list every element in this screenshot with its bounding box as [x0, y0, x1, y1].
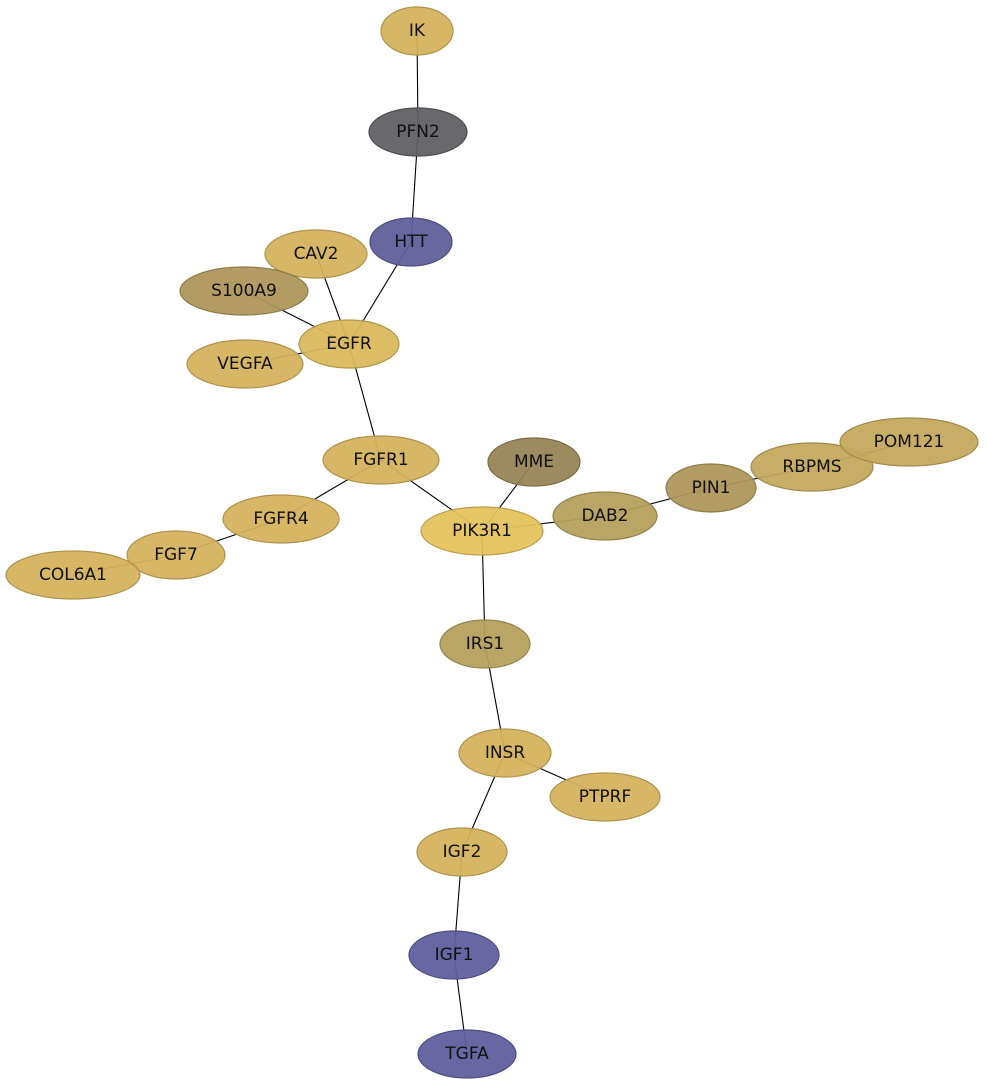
node-igf1[interactable]: IGF1	[408, 930, 500, 980]
node-cav2-shape	[264, 229, 368, 279]
node-pik3r1-shape	[420, 506, 544, 556]
node-fgf7-shape	[126, 530, 226, 580]
node-igf1-label: IGF1	[435, 945, 474, 965]
node-ik-shape	[380, 6, 454, 56]
node-igf2-label: IGF2	[443, 842, 482, 862]
node-dab2-shape	[552, 491, 658, 541]
node-s100a9-shape	[179, 266, 309, 316]
node-rbpms-shape	[750, 442, 874, 492]
node-pom121-shape	[839, 417, 979, 467]
node-insr-label: INSR	[485, 743, 526, 763]
node-fgfr4-shape	[222, 494, 340, 544]
node-irs1-label: IRS1	[466, 634, 504, 654]
node-dab2[interactable]: DAB2	[552, 491, 658, 541]
node-ptprf-label: PTPRF	[579, 787, 631, 807]
node-col6a1-label: COL6A1	[39, 565, 107, 585]
node-tgfa[interactable]: TGFA	[417, 1029, 517, 1079]
node-dab2-label: DAB2	[582, 506, 629, 526]
node-rbpms-label: RBPMS	[782, 457, 841, 477]
node-irs1-shape	[439, 619, 531, 669]
node-insr[interactable]: INSR	[458, 728, 552, 778]
node-pin1[interactable]: PIN1	[665, 463, 757, 513]
node-cav2-label: CAV2	[294, 244, 339, 264]
node-ik-label: IK	[409, 21, 426, 41]
node-irs1[interactable]: IRS1	[439, 619, 531, 669]
node-htt[interactable]: HTT	[369, 217, 453, 267]
node-rbpms[interactable]: RBPMS	[750, 442, 874, 492]
node-egfr[interactable]: EGFR	[298, 319, 400, 369]
node-igf2[interactable]: IGF2	[416, 827, 508, 877]
node-egfr-shape	[298, 319, 400, 369]
node-ptprf[interactable]: PTPRF	[549, 772, 661, 822]
node-col6a1-shape	[5, 550, 141, 600]
node-pin1-label: PIN1	[692, 478, 731, 498]
node-mme-shape	[487, 437, 581, 487]
node-egfr-label: EGFR	[326, 334, 372, 354]
node-insr-shape	[458, 728, 552, 778]
node-pom121[interactable]: POM121	[839, 417, 979, 467]
node-htt-shape	[369, 217, 453, 267]
node-ptprf-shape	[549, 772, 661, 822]
node-s100a9-label: S100A9	[211, 281, 277, 301]
node-fgfr1-label: FGFR1	[353, 450, 408, 470]
node-mme-label: MME	[514, 452, 554, 472]
node-igf2-shape	[416, 827, 508, 877]
node-pfn2-label: PFN2	[396, 122, 440, 142]
node-fgfr4[interactable]: FGFR4	[222, 494, 340, 544]
node-vegfa-label: VEGFA	[217, 354, 273, 374]
node-fgfr1[interactable]: FGFR1	[322, 435, 440, 485]
node-ik[interactable]: IK	[380, 6, 454, 56]
node-fgfr1-shape	[322, 435, 440, 485]
node-pik3r1[interactable]: PIK3R1	[420, 506, 544, 556]
node-tgfa-label: TGFA	[444, 1044, 489, 1064]
node-vegfa[interactable]: VEGFA	[186, 339, 304, 389]
node-s100a9[interactable]: S100A9	[179, 266, 309, 316]
node-pin1-shape	[665, 463, 757, 513]
node-pik3r1-label: PIK3R1	[452, 521, 512, 541]
node-fgfr4-label: FGFR4	[253, 509, 308, 529]
node-igf1-shape	[408, 930, 500, 980]
node-cav2[interactable]: CAV2	[264, 229, 368, 279]
node-tgfa-shape	[417, 1029, 517, 1079]
node-fgf7-label: FGF7	[154, 545, 198, 565]
node-pfn2[interactable]: PFN2	[368, 107, 468, 157]
node-pfn2-shape	[368, 107, 468, 157]
node-pom121-label: POM121	[874, 432, 945, 452]
node-fgf7[interactable]: FGF7	[126, 530, 226, 580]
node-vegfa-shape	[186, 339, 304, 389]
node-col6a1[interactable]: COL6A1	[5, 550, 141, 600]
node-mme[interactable]: MME	[487, 437, 581, 487]
node-htt-label: HTT	[394, 232, 428, 252]
